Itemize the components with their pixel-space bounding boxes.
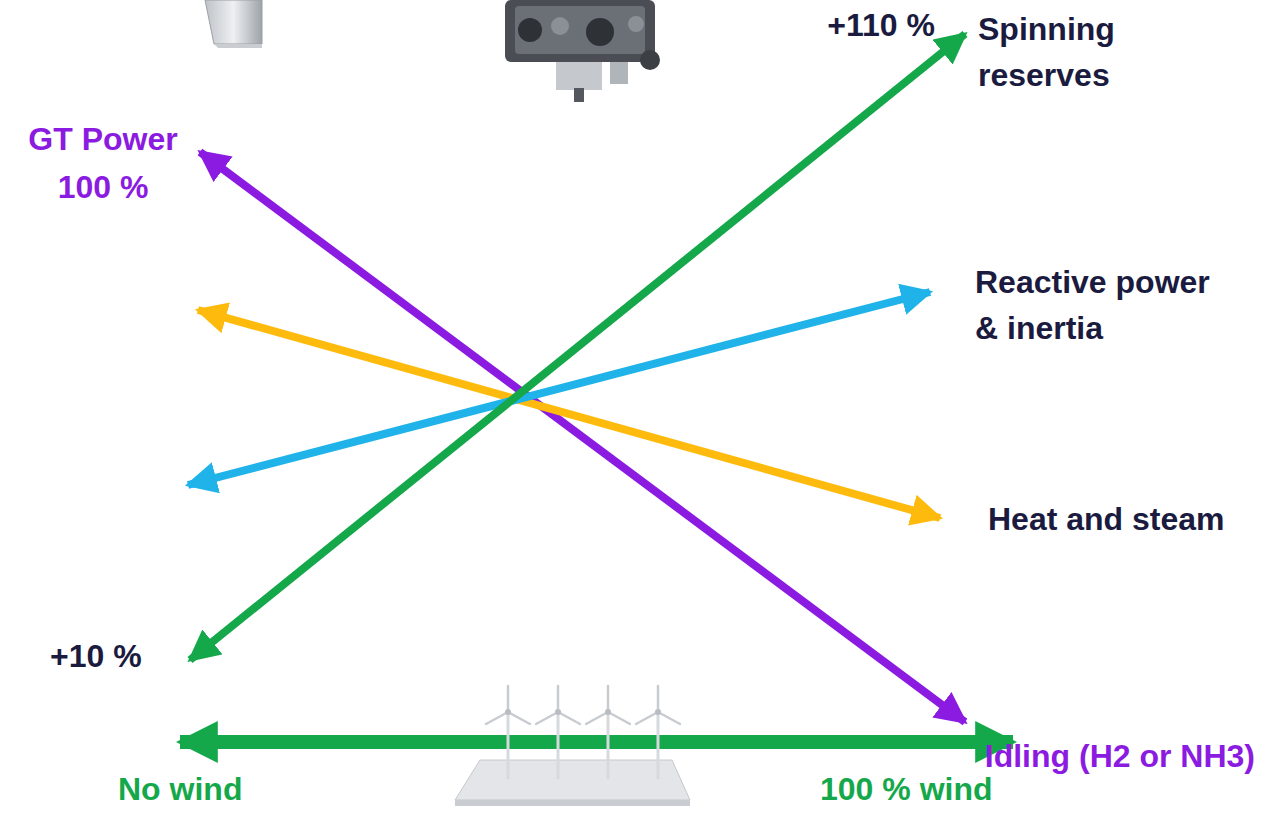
- axis-label: 100 % wind: [820, 766, 993, 812]
- axis-label: Spinning reserves: [978, 6, 1153, 98]
- heat-arrow: [198, 310, 940, 518]
- axis-label: No wind: [118, 766, 242, 812]
- wind-axis-arrow: [180, 735, 1013, 749]
- axis-label: Reactive power & inertia: [975, 259, 1230, 351]
- reactive-arrow: [188, 292, 930, 485]
- axis-label: Idling (H2 or NH3): [985, 733, 1255, 779]
- engine-illustration: [505, 0, 660, 102]
- percent-label: +10 %: [50, 633, 142, 679]
- axis-label: Heat and steam: [988, 496, 1225, 542]
- reserves-arrow: [190, 34, 965, 660]
- percent-label: 100 %: [8, 164, 198, 210]
- axis-label: GT Power: [8, 116, 198, 162]
- wind-farm-illustration: [455, 686, 690, 806]
- percent-label: +110 %: [827, 2, 935, 48]
- equipment-illustration: [205, 0, 262, 48]
- gt-power-arrow: [200, 152, 965, 722]
